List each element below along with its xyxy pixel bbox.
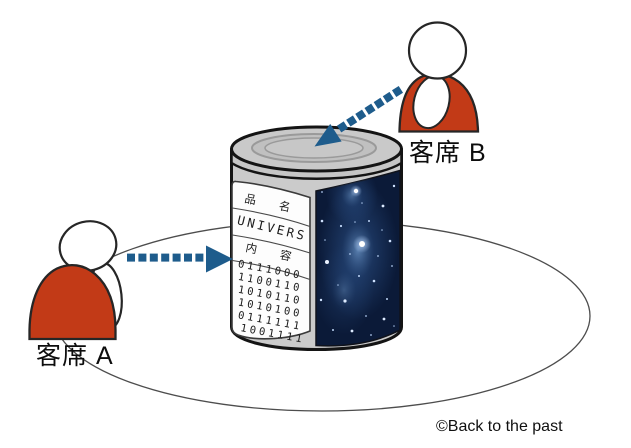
label-divider-3 xyxy=(232,259,311,281)
label-divider-2 xyxy=(232,234,311,254)
audience-b-figure xyxy=(398,21,480,133)
person-b-head xyxy=(407,21,468,80)
audience-a-label: 客席 A xyxy=(36,342,114,370)
can-product-label: 品 名 UNIVERS 内 容 0111000 1100110 1010110 … xyxy=(231,180,311,346)
arrow-b-head xyxy=(314,123,342,147)
label-divider-1 xyxy=(232,207,311,228)
arrow-b-dots xyxy=(336,85,404,133)
arrow-a-dots xyxy=(127,253,204,262)
starfield-panel xyxy=(315,169,401,347)
arrow-a xyxy=(127,245,233,273)
arrow-a-head xyxy=(206,245,233,273)
copyright-text: ©Back to the past xyxy=(436,418,563,435)
person-a-head xyxy=(58,220,118,272)
universe-can: 品 名 UNIVERS 内 容 0111000 1100110 1010110 … xyxy=(230,125,403,352)
can-lid-ring-inner xyxy=(264,137,364,159)
arrow-b xyxy=(314,85,404,147)
audience-b-label: 客席 B xyxy=(409,139,487,167)
audience-a-figure xyxy=(28,220,123,341)
person-a-body xyxy=(28,263,117,341)
binary-content-rows: 0111000 1100110 1010110 1010100 0111111 … xyxy=(237,258,306,346)
